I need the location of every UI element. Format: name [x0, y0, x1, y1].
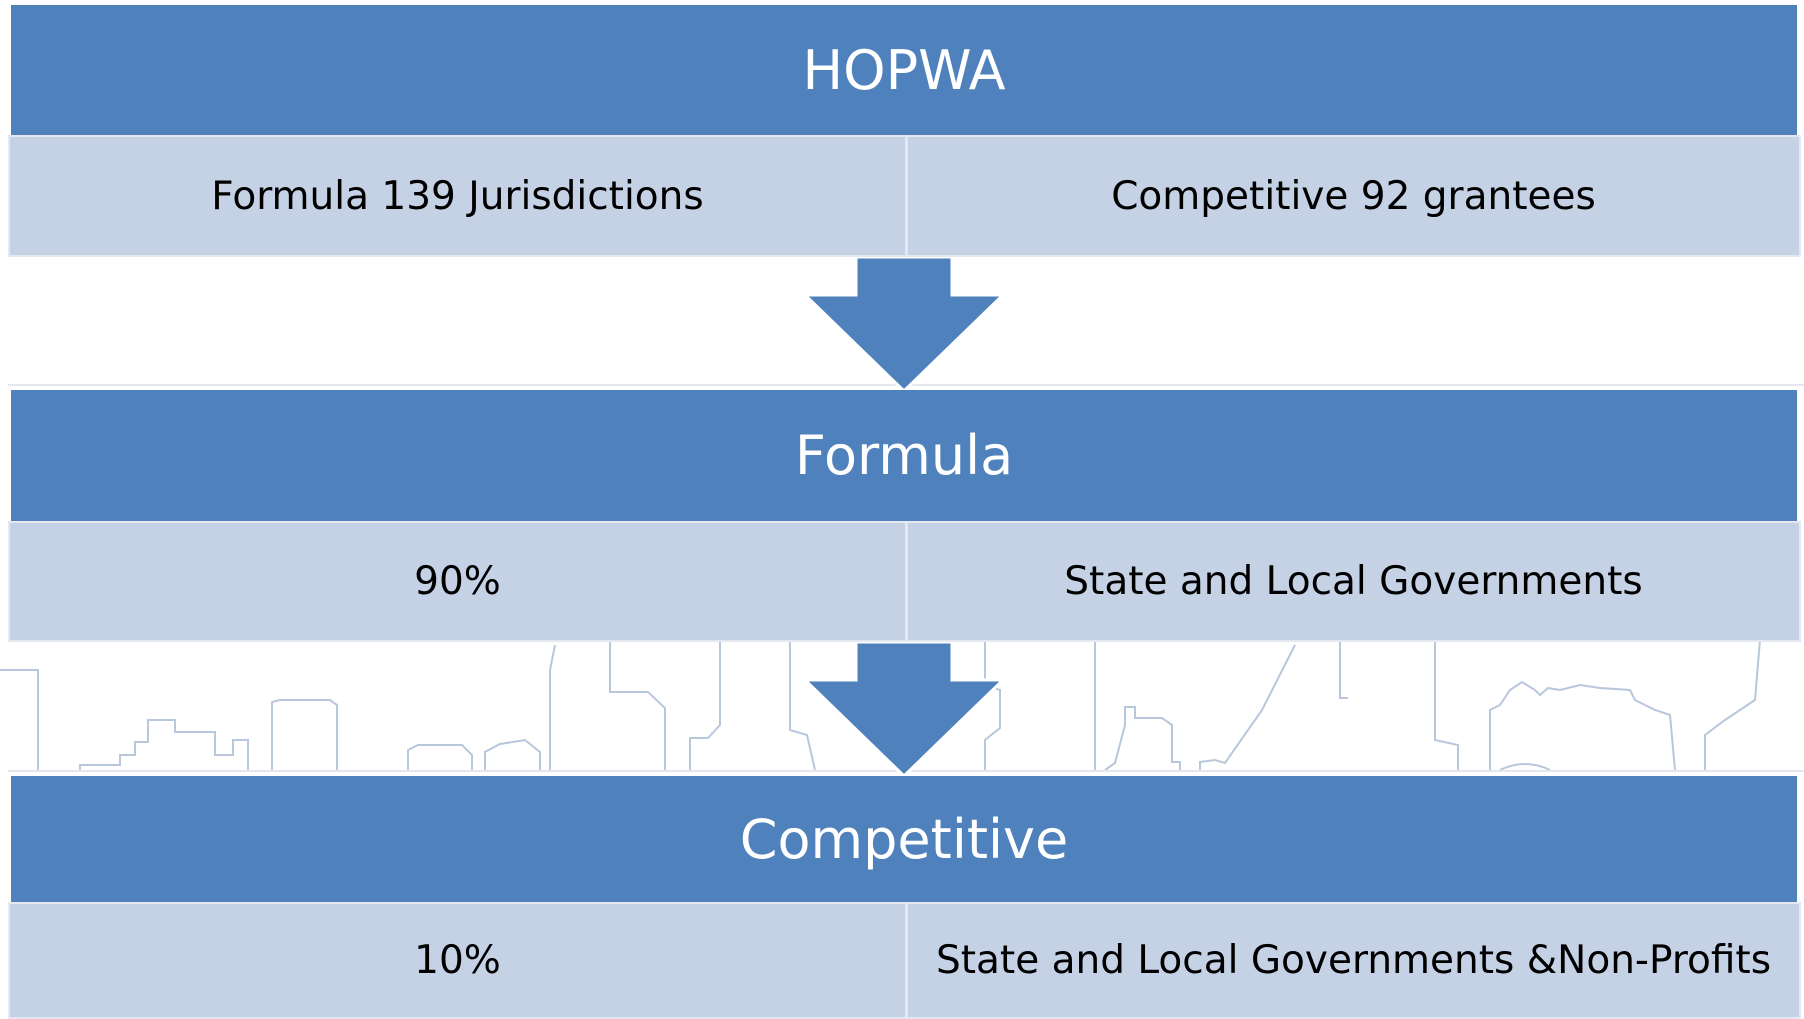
- formula-header: Formula: [11, 390, 1797, 521]
- competitive-detail-row: 10% State and Local Governments &Non-Pro…: [8, 902, 1801, 1019]
- hopwa-title: HOPWA: [802, 38, 1006, 102]
- competitive-header: Competitive: [11, 776, 1797, 902]
- formula-jurisdictions-label: Formula 139 Jurisdictions: [211, 173, 704, 219]
- competitive-percent-label: 10%: [414, 938, 501, 983]
- formula-percent-cell: 90%: [10, 523, 908, 640]
- formula-recipients-cell: State and Local Governments: [908, 523, 1799, 640]
- competitive-title: Competitive: [739, 807, 1069, 871]
- down-arrow-icon: [801, 257, 1007, 393]
- formula-percent-label: 90%: [414, 559, 501, 604]
- competitive-grantees-label: Competitive 92 grantees: [1111, 173, 1596, 219]
- competitive-recipients-cell: State and Local Governments &Non-Profits: [908, 904, 1799, 1017]
- formula-title: Formula: [794, 424, 1014, 487]
- city-skyline-icon: [0, 640, 1761, 771]
- hopwa-header: HOPWA: [11, 5, 1797, 135]
- down-arrow-icon: [801, 642, 1007, 778]
- formula-detail-row: 90% State and Local Governments: [8, 521, 1801, 642]
- competitive-recipients-label: State and Local Governments &Non-Profits: [935, 938, 1772, 983]
- formula-jurisdictions-cell: Formula 139 Jurisdictions: [10, 137, 908, 255]
- competitive-percent-cell: 10%: [10, 904, 908, 1017]
- competitive-grantees-cell: Competitive 92 grantees: [908, 137, 1799, 255]
- hopwa-detail-row: Formula 139 Jurisdictions Competitive 92…: [8, 135, 1801, 257]
- formula-recipients-label: State and Local Governments: [1064, 559, 1643, 604]
